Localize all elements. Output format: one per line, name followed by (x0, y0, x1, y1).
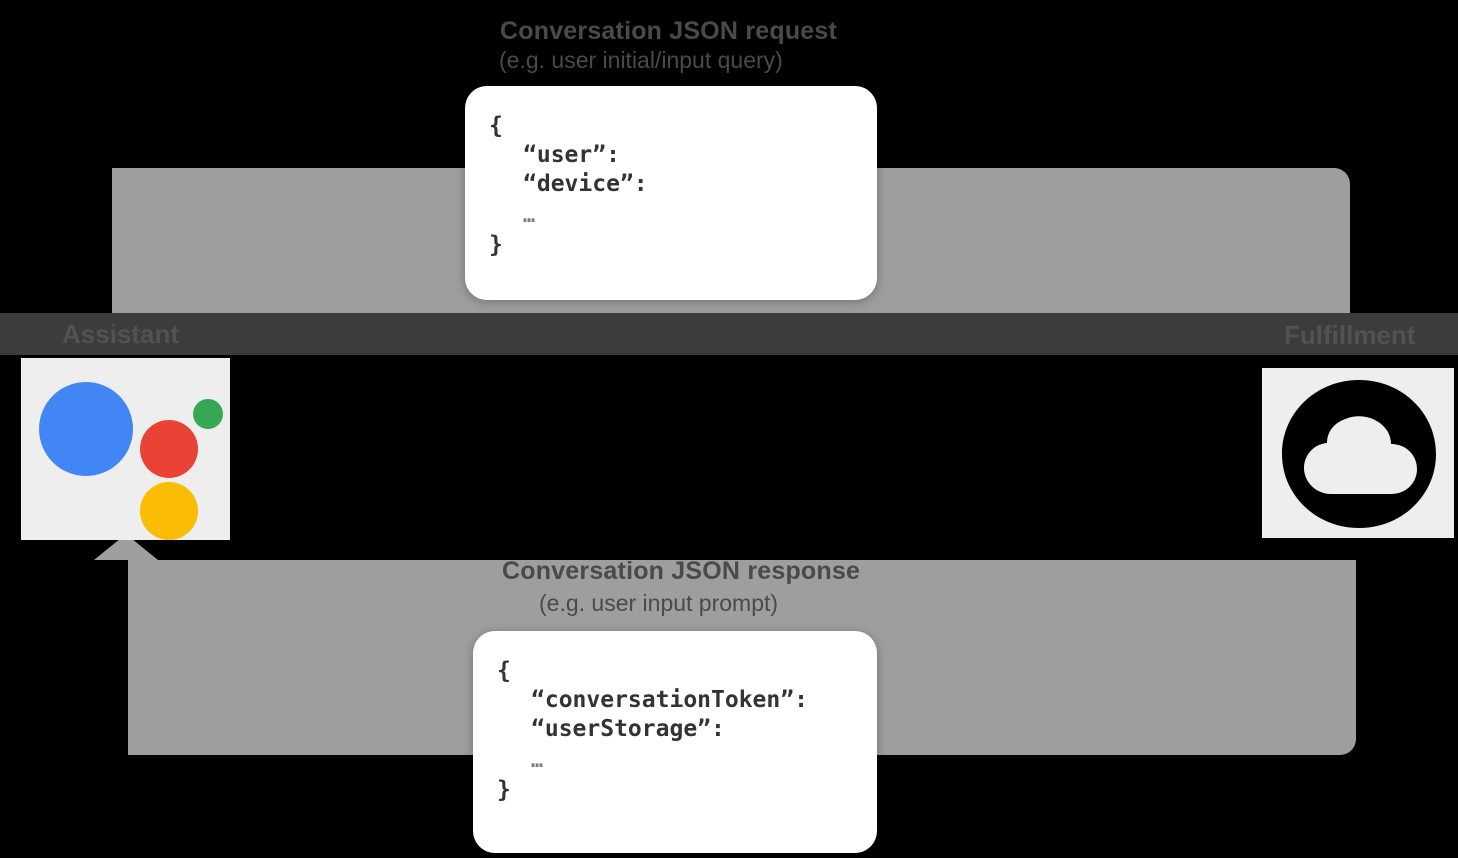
request-flow-title: Conversation JSON request (500, 17, 838, 45)
json-close-brace: } (497, 777, 511, 803)
cloud-functions-icon (1262, 368, 1454, 538)
json-open-brace: { (489, 113, 503, 139)
response-flow-title: Conversation JSON response (502, 557, 861, 585)
json-ellipsis: … (531, 748, 544, 772)
assistant-yellow-dot-icon (140, 482, 198, 540)
json-key: “conversationToken”: (531, 687, 808, 713)
response-flow-subtitle: (e.g. user input prompt) (539, 590, 779, 616)
assistant-blue-dot-icon (39, 382, 133, 476)
request-json-card: { “user”: “device”: … } (465, 86, 877, 300)
fulfillment-endpoint-label: Fulfillment (1284, 320, 1416, 350)
json-open-brace: { (497, 658, 511, 684)
assistant-endpoint-label: Assistant (62, 319, 180, 349)
json-key: “userStorage”: (531, 716, 725, 742)
json-key: “user”: (523, 142, 620, 168)
request-flow-subtitle: (e.g. user initial/input query) (499, 47, 783, 73)
response-json-card: { “conversationToken”: “userStorage”: … … (473, 631, 877, 853)
cloud-glyph-icon (1282, 380, 1436, 528)
json-ellipsis: … (523, 203, 536, 227)
endpoint-rail (0, 313, 1458, 355)
assistant-red-dot-icon (140, 420, 198, 478)
google-assistant-icon (21, 358, 230, 540)
assistant-green-dot-icon (193, 399, 223, 429)
json-key: “device”: (523, 171, 648, 197)
json-close-brace: } (489, 232, 503, 258)
